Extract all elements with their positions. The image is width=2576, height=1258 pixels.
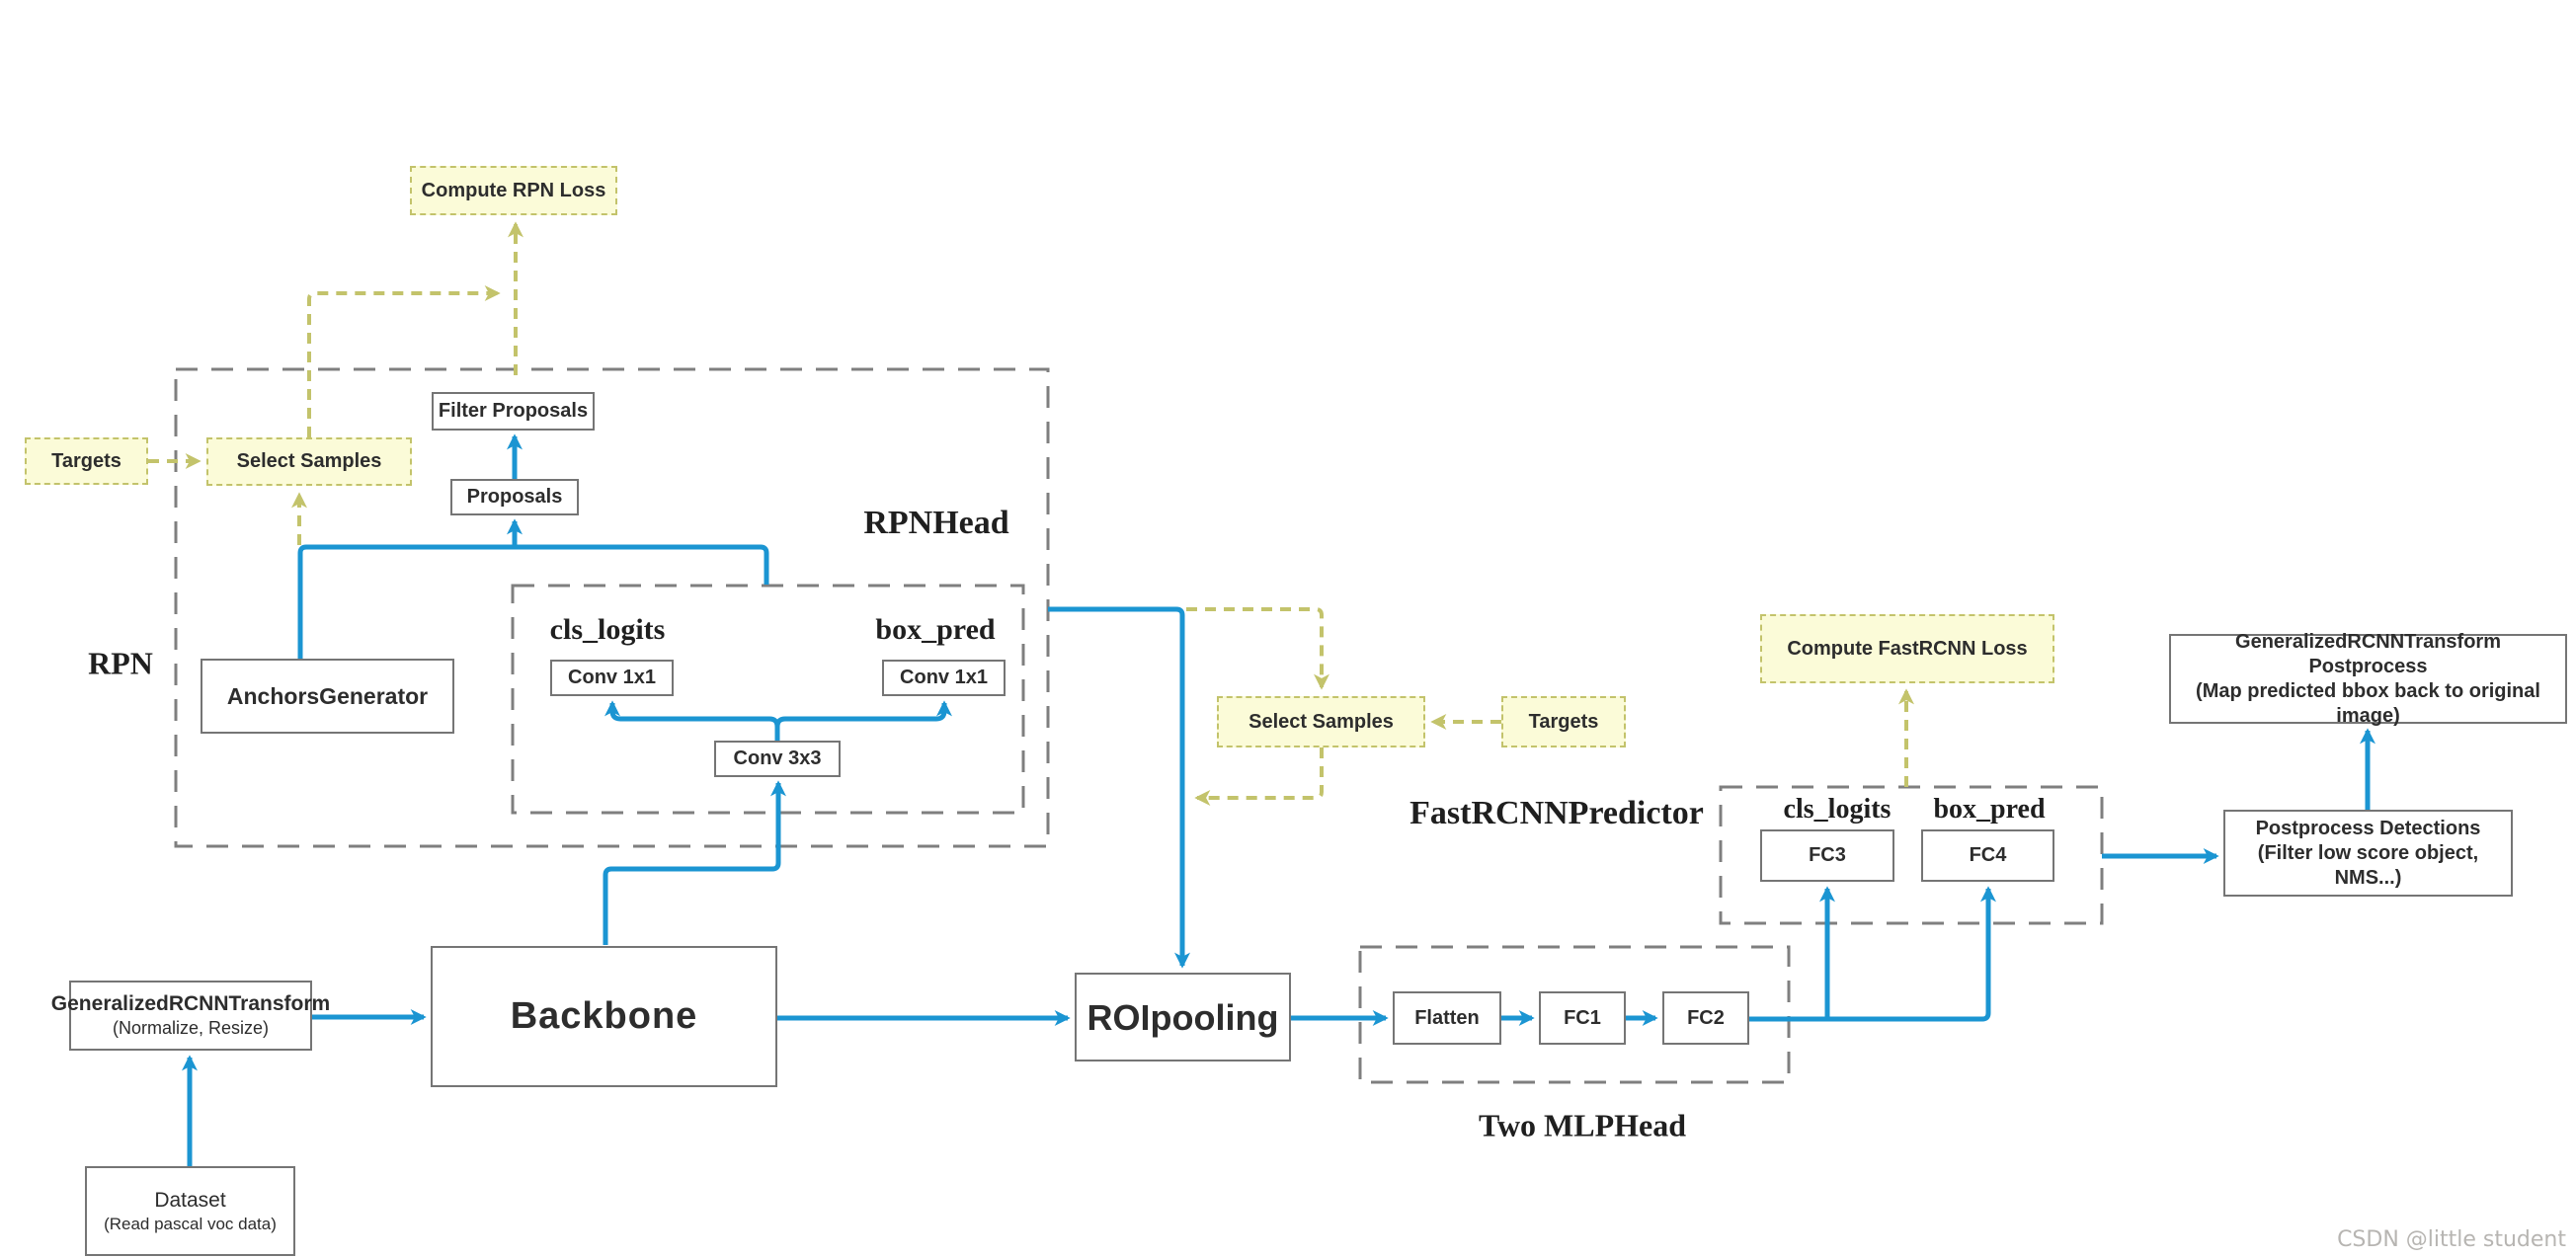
node-anchors-generator: AnchorsGenerator bbox=[201, 659, 454, 734]
edge-rpn-to-roipooling bbox=[1048, 606, 1191, 969]
node-grt-postprocess: GeneralizedRCNNTransform Postprocess (Ma… bbox=[2169, 631, 2567, 727]
node-label: Conv 3x3 bbox=[733, 747, 822, 769]
label-box-pred-rpn: box_pred bbox=[875, 613, 996, 646]
node-label: Flatten bbox=[1414, 1006, 1480, 1029]
node-label: Conv 1x1 bbox=[900, 667, 988, 688]
node-label: FC2 bbox=[1687, 1006, 1725, 1029]
edge-conv3x3-to-conv1x1-cls bbox=[604, 700, 780, 741]
node-select-samples-fastrcnn: Select Samples bbox=[1217, 696, 1425, 747]
node-generalized-rcnn-transform: GeneralizedRCNNTransform (Normalize, Res… bbox=[51, 981, 330, 1051]
node-sublabel: (Normalize, Resize) bbox=[112, 1018, 270, 1039]
node-label: GeneralizedRCNNTransform bbox=[50, 992, 331, 1016]
node-label: AnchorsGenerator bbox=[226, 682, 429, 709]
node-select-samples-rpn: Select Samples bbox=[206, 437, 412, 486]
node-label: Conv 1x1 bbox=[568, 667, 656, 688]
node-sublabel: (Read pascal voc data) bbox=[104, 1215, 277, 1233]
node-label: Select Samples bbox=[236, 450, 382, 472]
edge-backbone-to-conv3x3 bbox=[603, 780, 787, 945]
node-label: Compute RPN Loss bbox=[421, 179, 606, 201]
node-backbone: Backbone bbox=[431, 946, 777, 1087]
node-label: Compute FastRCNN Loss bbox=[1787, 637, 2028, 660]
node-label: Dataset bbox=[154, 1188, 226, 1212]
label-cls-logits-rpn: cls_logits bbox=[549, 613, 666, 646]
node-proposals: Proposals bbox=[450, 479, 579, 515]
node-conv1x1-box: Conv 1x1 bbox=[882, 660, 1006, 696]
container-fast-rcnn-predictor bbox=[1719, 785, 2104, 925]
node-sublabel: (Map predicted bbox back to original ima… bbox=[2196, 679, 2546, 727]
edge-select-samples-fastrcnn-return bbox=[1194, 747, 1324, 806]
node-label: Proposals bbox=[466, 486, 563, 508]
node-label: ROIpooling bbox=[1087, 996, 1279, 1038]
node-fc3: FC3 bbox=[1760, 829, 1894, 882]
edge-anchors-rpnhead-bus bbox=[297, 544, 769, 659]
label-fast-rcnn-predictor: FastRCNNPredictor bbox=[1409, 795, 1704, 831]
node-roi-pooling: ROIpooling bbox=[1075, 973, 1291, 1061]
container-rpn-head bbox=[511, 584, 1025, 815]
label-rpn: RPN bbox=[88, 645, 153, 681]
node-label: FC4 bbox=[1969, 844, 2007, 866]
edge-fc2-to-fc4 bbox=[1749, 886, 1997, 1022]
node-dataset: Dataset (Read pascal voc data) bbox=[85, 1166, 295, 1256]
node-fc4: FC4 bbox=[1921, 829, 2054, 882]
node-label: Filter Proposals bbox=[438, 400, 589, 422]
node-fc1: FC1 bbox=[1539, 991, 1626, 1045]
node-targets-rpn: Targets bbox=[25, 437, 148, 485]
edge-conv3x3-to-conv1x1-box bbox=[774, 700, 953, 741]
node-label: GeneralizedRCNNTransform Postprocess bbox=[2235, 630, 2518, 677]
edge-select-samples-to-rpn-loss-junction bbox=[307, 285, 501, 437]
container-two-mlp-head bbox=[1358, 945, 1791, 1084]
csdn-watermark: CSDN @little student bbox=[2337, 1227, 2566, 1252]
label-cls-logits-predictor: cls_logits bbox=[1783, 794, 1892, 825]
node-label: Select Samples bbox=[1248, 710, 1394, 733]
node-label: FC1 bbox=[1564, 1006, 1601, 1029]
node-label: FC3 bbox=[1809, 844, 1846, 866]
node-compute-fastrcnn-loss: Compute FastRCNN Loss bbox=[1760, 614, 2054, 683]
node-sublabel: (Filter low score object, NMS...) bbox=[2257, 841, 2490, 889]
node-label: Targets bbox=[1528, 710, 1599, 733]
edge-rpn-out-to-select-samples-fastrcnn bbox=[1186, 607, 1329, 690]
node-compute-rpn-loss: Compute RPN Loss bbox=[410, 166, 617, 215]
label-two-mlp-head: Two MLPHead bbox=[1478, 1107, 1687, 1143]
node-label: Postprocess Detections bbox=[2255, 817, 2481, 839]
node-filter-proposals: Filter Proposals bbox=[432, 392, 595, 431]
node-flatten: Flatten bbox=[1393, 991, 1501, 1045]
node-label: Targets bbox=[51, 449, 121, 472]
node-label: Backbone bbox=[510, 994, 698, 1037]
label-rpn-head: RPNHead bbox=[863, 505, 1009, 541]
node-fc2: FC2 bbox=[1662, 991, 1749, 1045]
node-conv3x3: Conv 3x3 bbox=[714, 741, 841, 777]
label-box-pred-predictor: box_pred bbox=[1933, 794, 2046, 825]
node-targets-fastrcnn: Targets bbox=[1501, 696, 1626, 747]
node-conv1x1-cls: Conv 1x1 bbox=[550, 660, 674, 696]
node-postprocess-detections: Postprocess Detections (Filter low score… bbox=[2223, 810, 2513, 897]
